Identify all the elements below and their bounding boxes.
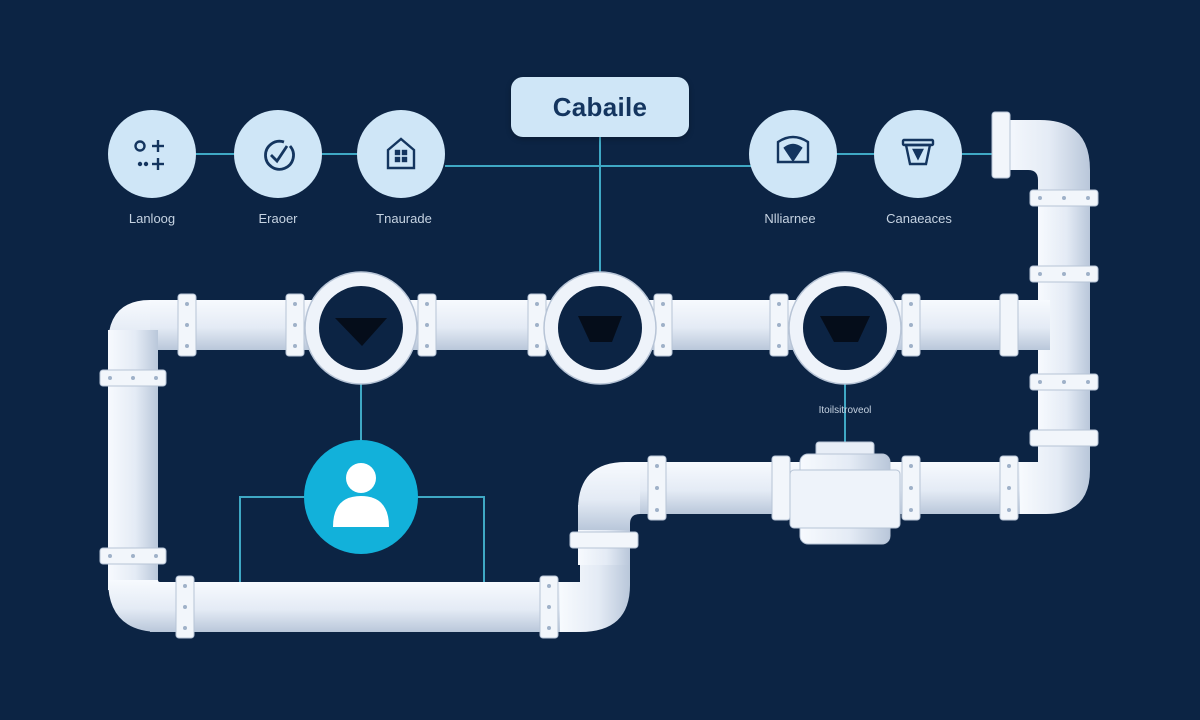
stage-label: Lanloog bbox=[128, 211, 176, 226]
stage-node bbox=[749, 110, 837, 198]
stage-nodes bbox=[108, 110, 962, 198]
connector-line bbox=[417, 496, 485, 583]
building-icon bbox=[386, 137, 416, 170]
stage-label: Canaeaces bbox=[886, 211, 952, 226]
shield-pin-icon bbox=[776, 135, 810, 164]
stage-node bbox=[108, 110, 196, 198]
flange-bolts bbox=[108, 196, 1090, 630]
user-icon bbox=[346, 463, 376, 493]
top-connectors bbox=[196, 137, 1000, 583]
pipe-flanges bbox=[99, 111, 1099, 639]
valve-rings bbox=[304, 271, 902, 385]
stage-label: Nlliarnee bbox=[764, 211, 816, 226]
funnel-icon bbox=[335, 318, 387, 346]
valve-ring bbox=[788, 271, 902, 385]
connector-line bbox=[239, 496, 305, 583]
diagram-title: Cabaile bbox=[511, 77, 689, 137]
funnel-icon bbox=[578, 316, 622, 342]
valve-ring bbox=[543, 271, 657, 385]
stage-node bbox=[874, 110, 962, 198]
valve-body bbox=[789, 441, 901, 545]
stage-node bbox=[234, 110, 322, 198]
stage-label: Eraoer bbox=[258, 211, 298, 226]
dots-plus-icon bbox=[134, 140, 164, 170]
stage-label: Tnaurade bbox=[376, 211, 432, 226]
pipe-segment bbox=[150, 582, 580, 632]
funnel-icon bbox=[820, 316, 870, 342]
valve-ring bbox=[304, 271, 418, 385]
stage-node bbox=[357, 110, 445, 198]
user-node bbox=[304, 440, 418, 554]
check-circle-icon bbox=[264, 139, 295, 171]
pipe-caption: Itoilsitroveol bbox=[818, 405, 872, 416]
container-icon bbox=[901, 138, 935, 166]
